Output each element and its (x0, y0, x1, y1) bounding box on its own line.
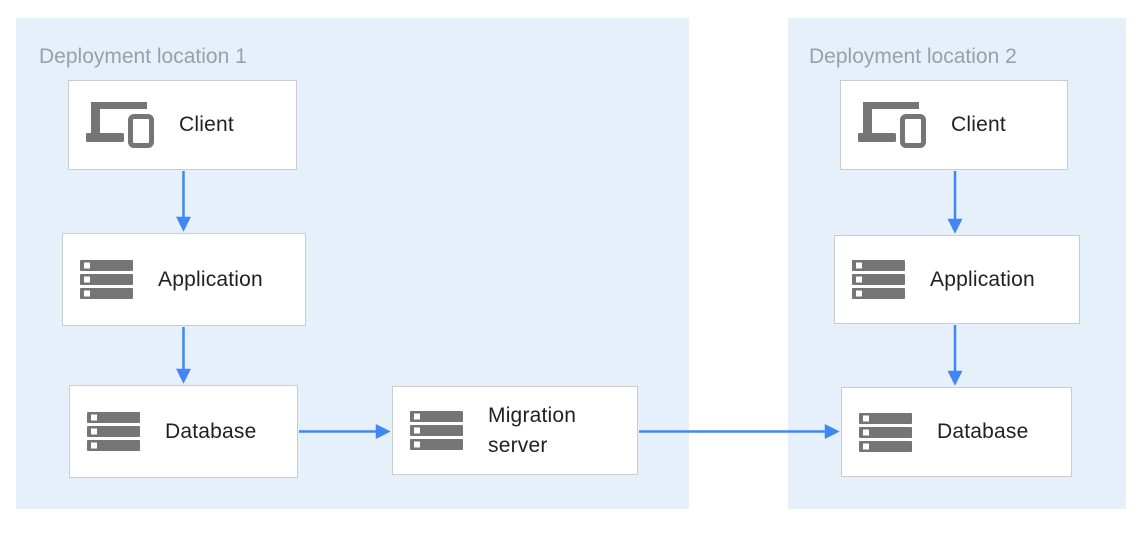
node-migration-server: Migration server (392, 386, 638, 475)
node-label: Client (951, 113, 1006, 137)
node-label: Migration server (488, 403, 577, 457)
panel-2-title: Deployment location 2 (809, 45, 1017, 68)
client-devices-icon (86, 102, 154, 148)
node-application-1: Application (62, 233, 306, 326)
panel-1-title: Deployment location 1 (39, 45, 247, 68)
server-icon (80, 260, 133, 299)
server-icon (852, 260, 905, 299)
node-database-1: Database (69, 385, 298, 478)
node-label: Application (158, 267, 263, 291)
node-database-2: Database (841, 387, 1072, 477)
node-label: Database (165, 419, 257, 443)
client-devices-icon (858, 102, 926, 148)
node-application-2: Application (834, 235, 1080, 324)
server-icon (87, 412, 140, 451)
node-client-1: Client (68, 80, 297, 170)
node-label: Application (930, 267, 1035, 291)
node-label: Client (179, 113, 234, 137)
server-icon (859, 412, 912, 452)
node-client-2: Client (840, 80, 1068, 170)
node-label: Database (937, 420, 1029, 444)
server-icon (410, 411, 463, 450)
